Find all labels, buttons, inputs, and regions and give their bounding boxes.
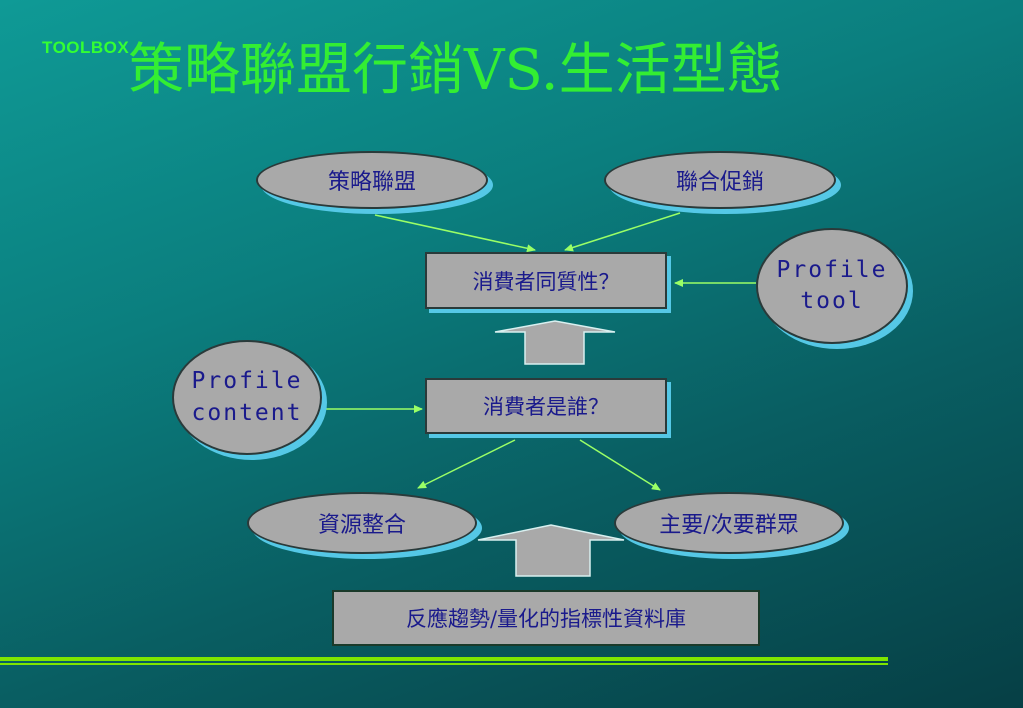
node-label: 資源整合: [317, 513, 406, 538]
divider-line: [0, 657, 888, 661]
brand-label: TOOLBOX: [42, 38, 130, 57]
node-trend-database: 反應趨勢/量化的指標性資料庫: [332, 590, 760, 646]
node-label: 消費者是誰？: [483, 395, 609, 419]
node-label: 反應趨勢/量化的指標性資料庫: [405, 607, 687, 631]
node-target-groups: 主要/次要群眾: [614, 492, 844, 554]
block-arrow-lower: [477, 524, 625, 577]
node-profile-content: Profile content: [172, 340, 322, 455]
page-title: 策略聯盟行銷VS.生活型態: [128, 38, 783, 103]
node-strategic-alliance: 策略聯盟: [256, 151, 488, 209]
connector-alliance-to-homogeneity: [374, 214, 536, 253]
node-label: 聯合促銷: [675, 170, 764, 195]
node-joint-promotion: 聯合促銷: [604, 151, 836, 209]
node-label-line1: Profile: [191, 368, 303, 395]
node-label-line1: Profile: [776, 256, 888, 283]
connector-who-to-resources: [417, 439, 516, 489]
connector-who-to-groups: [579, 439, 661, 491]
node-label: 主要/次要群眾: [659, 513, 799, 538]
node-label: 消費者同質性？: [472, 269, 620, 294]
divider-line: [0, 663, 888, 665]
block-arrow-upper: [494, 320, 616, 365]
node-consumer-homogeneity: 消費者同質性？: [425, 252, 667, 309]
node-label-line2: tool: [800, 288, 864, 314]
node-label: 策略聯盟: [327, 170, 416, 195]
node-label-line2: content: [191, 399, 303, 426]
node-profile-tool: Profile tool: [756, 228, 908, 344]
connector-promotion-to-homogeneity: [564, 212, 681, 252]
node-who-is-consumer: 消費者是誰？: [425, 378, 667, 434]
node-resource-integration: 資源整合: [247, 492, 477, 554]
